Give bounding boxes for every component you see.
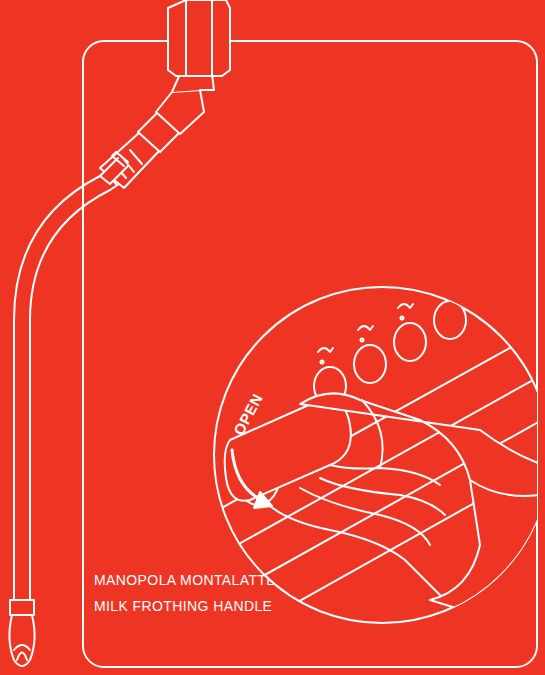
caption-line: MANOPOLA MONTALATTE: [94, 572, 276, 588]
steam-wand: [9, 0, 230, 666]
caption-line: MILK FROTHING HANDLE: [94, 598, 272, 614]
